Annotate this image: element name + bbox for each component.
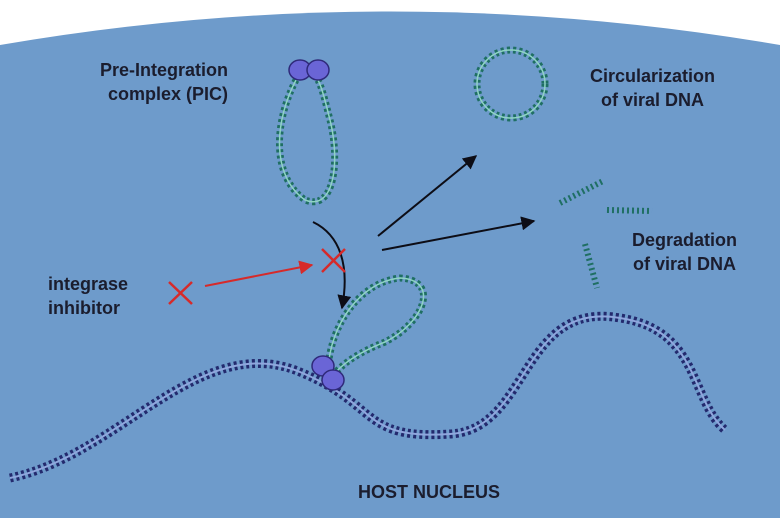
nucleus-region xyxy=(0,11,780,518)
host-dna-helix xyxy=(9,311,729,483)
pic-viral-dna-loop xyxy=(276,78,339,206)
pic-label-line1: Pre-Integration xyxy=(100,60,229,80)
inhibitor-label-line2: inhibitor xyxy=(48,298,120,318)
inhibitor-label-line1: integrase xyxy=(48,274,129,294)
pic-integrase xyxy=(288,59,330,81)
pic-label: Pre-Integration complex (PIC) xyxy=(100,58,228,106)
pic-label-line2: complex (PIC) xyxy=(107,84,229,104)
circularization-label-line1: Circularization xyxy=(590,66,716,86)
inhibitor-cross-left xyxy=(168,281,193,305)
integrated-integrase xyxy=(311,355,345,391)
circularization-arrow xyxy=(377,155,478,237)
degradation-label: Degradation of viral DNA xyxy=(632,228,737,276)
circular-viral-dna xyxy=(473,46,549,122)
integrated-viral-dna-loop xyxy=(324,274,427,375)
inhibitor-arrow xyxy=(204,260,314,287)
host-nucleus-label: HOST NUCLEUS xyxy=(358,482,501,502)
degradation-arrow xyxy=(381,216,536,251)
circularization-label: Circularization of viral DNA xyxy=(590,64,715,112)
inhibitor-label: integrase inhibitor xyxy=(48,272,128,320)
circularization-label-line2: of viral DNA xyxy=(601,90,705,110)
degraded-dna-fragments xyxy=(558,178,653,289)
inhibitor-cross-right xyxy=(321,248,346,273)
degradation-label-line1: Degradation xyxy=(632,230,738,250)
degradation-label-line2: of viral DNA xyxy=(632,254,737,274)
